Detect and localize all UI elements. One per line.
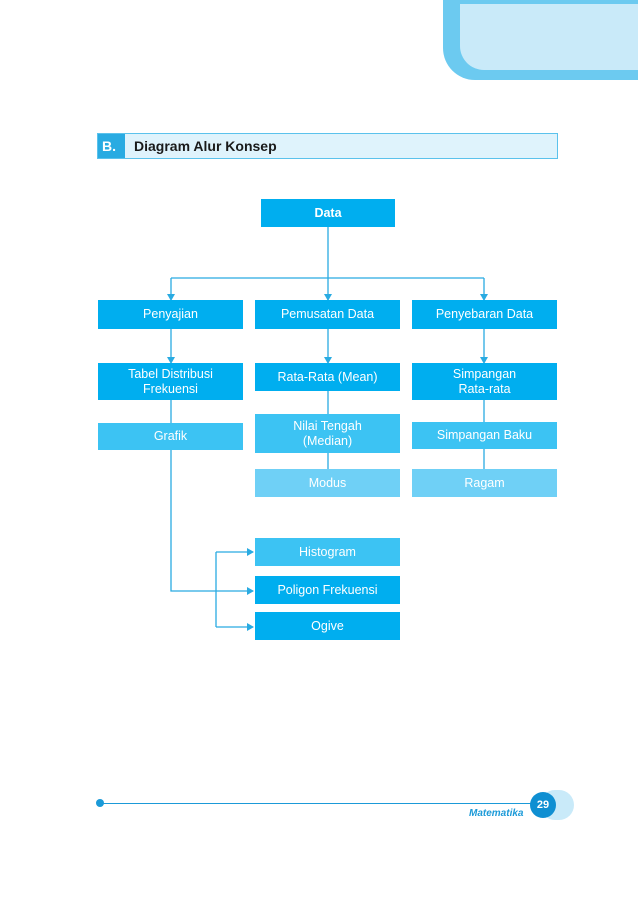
footer-subject: Matematika — [469, 808, 524, 819]
node-penyajian: Penyajian — [98, 300, 243, 329]
node-tabel-distribusi: Tabel Distribusi Frekuensi — [98, 363, 243, 400]
section-title: Diagram Alur Konsep — [134, 138, 277, 154]
node-penyebaran-data: Penyebaran Data — [412, 300, 557, 329]
section-letter: B. — [98, 134, 125, 158]
node-modus: Modus — [255, 469, 400, 497]
page-number: 29 — [530, 792, 556, 818]
node-data: Data — [261, 199, 395, 227]
arrow-grafik-poligon — [170, 450, 254, 595]
node-pemusatan-data: Pemusatan Data — [255, 300, 400, 329]
node-rata-rata: Rata-Rata (Mean) — [255, 363, 400, 391]
node-ogive: Ogive — [255, 612, 400, 640]
node-nilai-tengah: Nilai Tengah (Median) — [255, 414, 400, 453]
node-grafik: Grafik — [98, 423, 243, 450]
section-header: B. Diagram Alur Konsep — [97, 133, 558, 159]
node-simpangan-rata: Simpangan Rata-rata — [412, 363, 557, 400]
node-poligon-frekuensi: Poligon Frekuensi — [255, 576, 400, 604]
node-simpangan-baku: Simpangan Baku — [412, 422, 557, 449]
node-ragam: Ragam — [412, 469, 557, 497]
footer-line — [100, 803, 540, 804]
node-histogram: Histogram — [255, 538, 400, 566]
corner-decoration-inner — [460, 4, 638, 70]
